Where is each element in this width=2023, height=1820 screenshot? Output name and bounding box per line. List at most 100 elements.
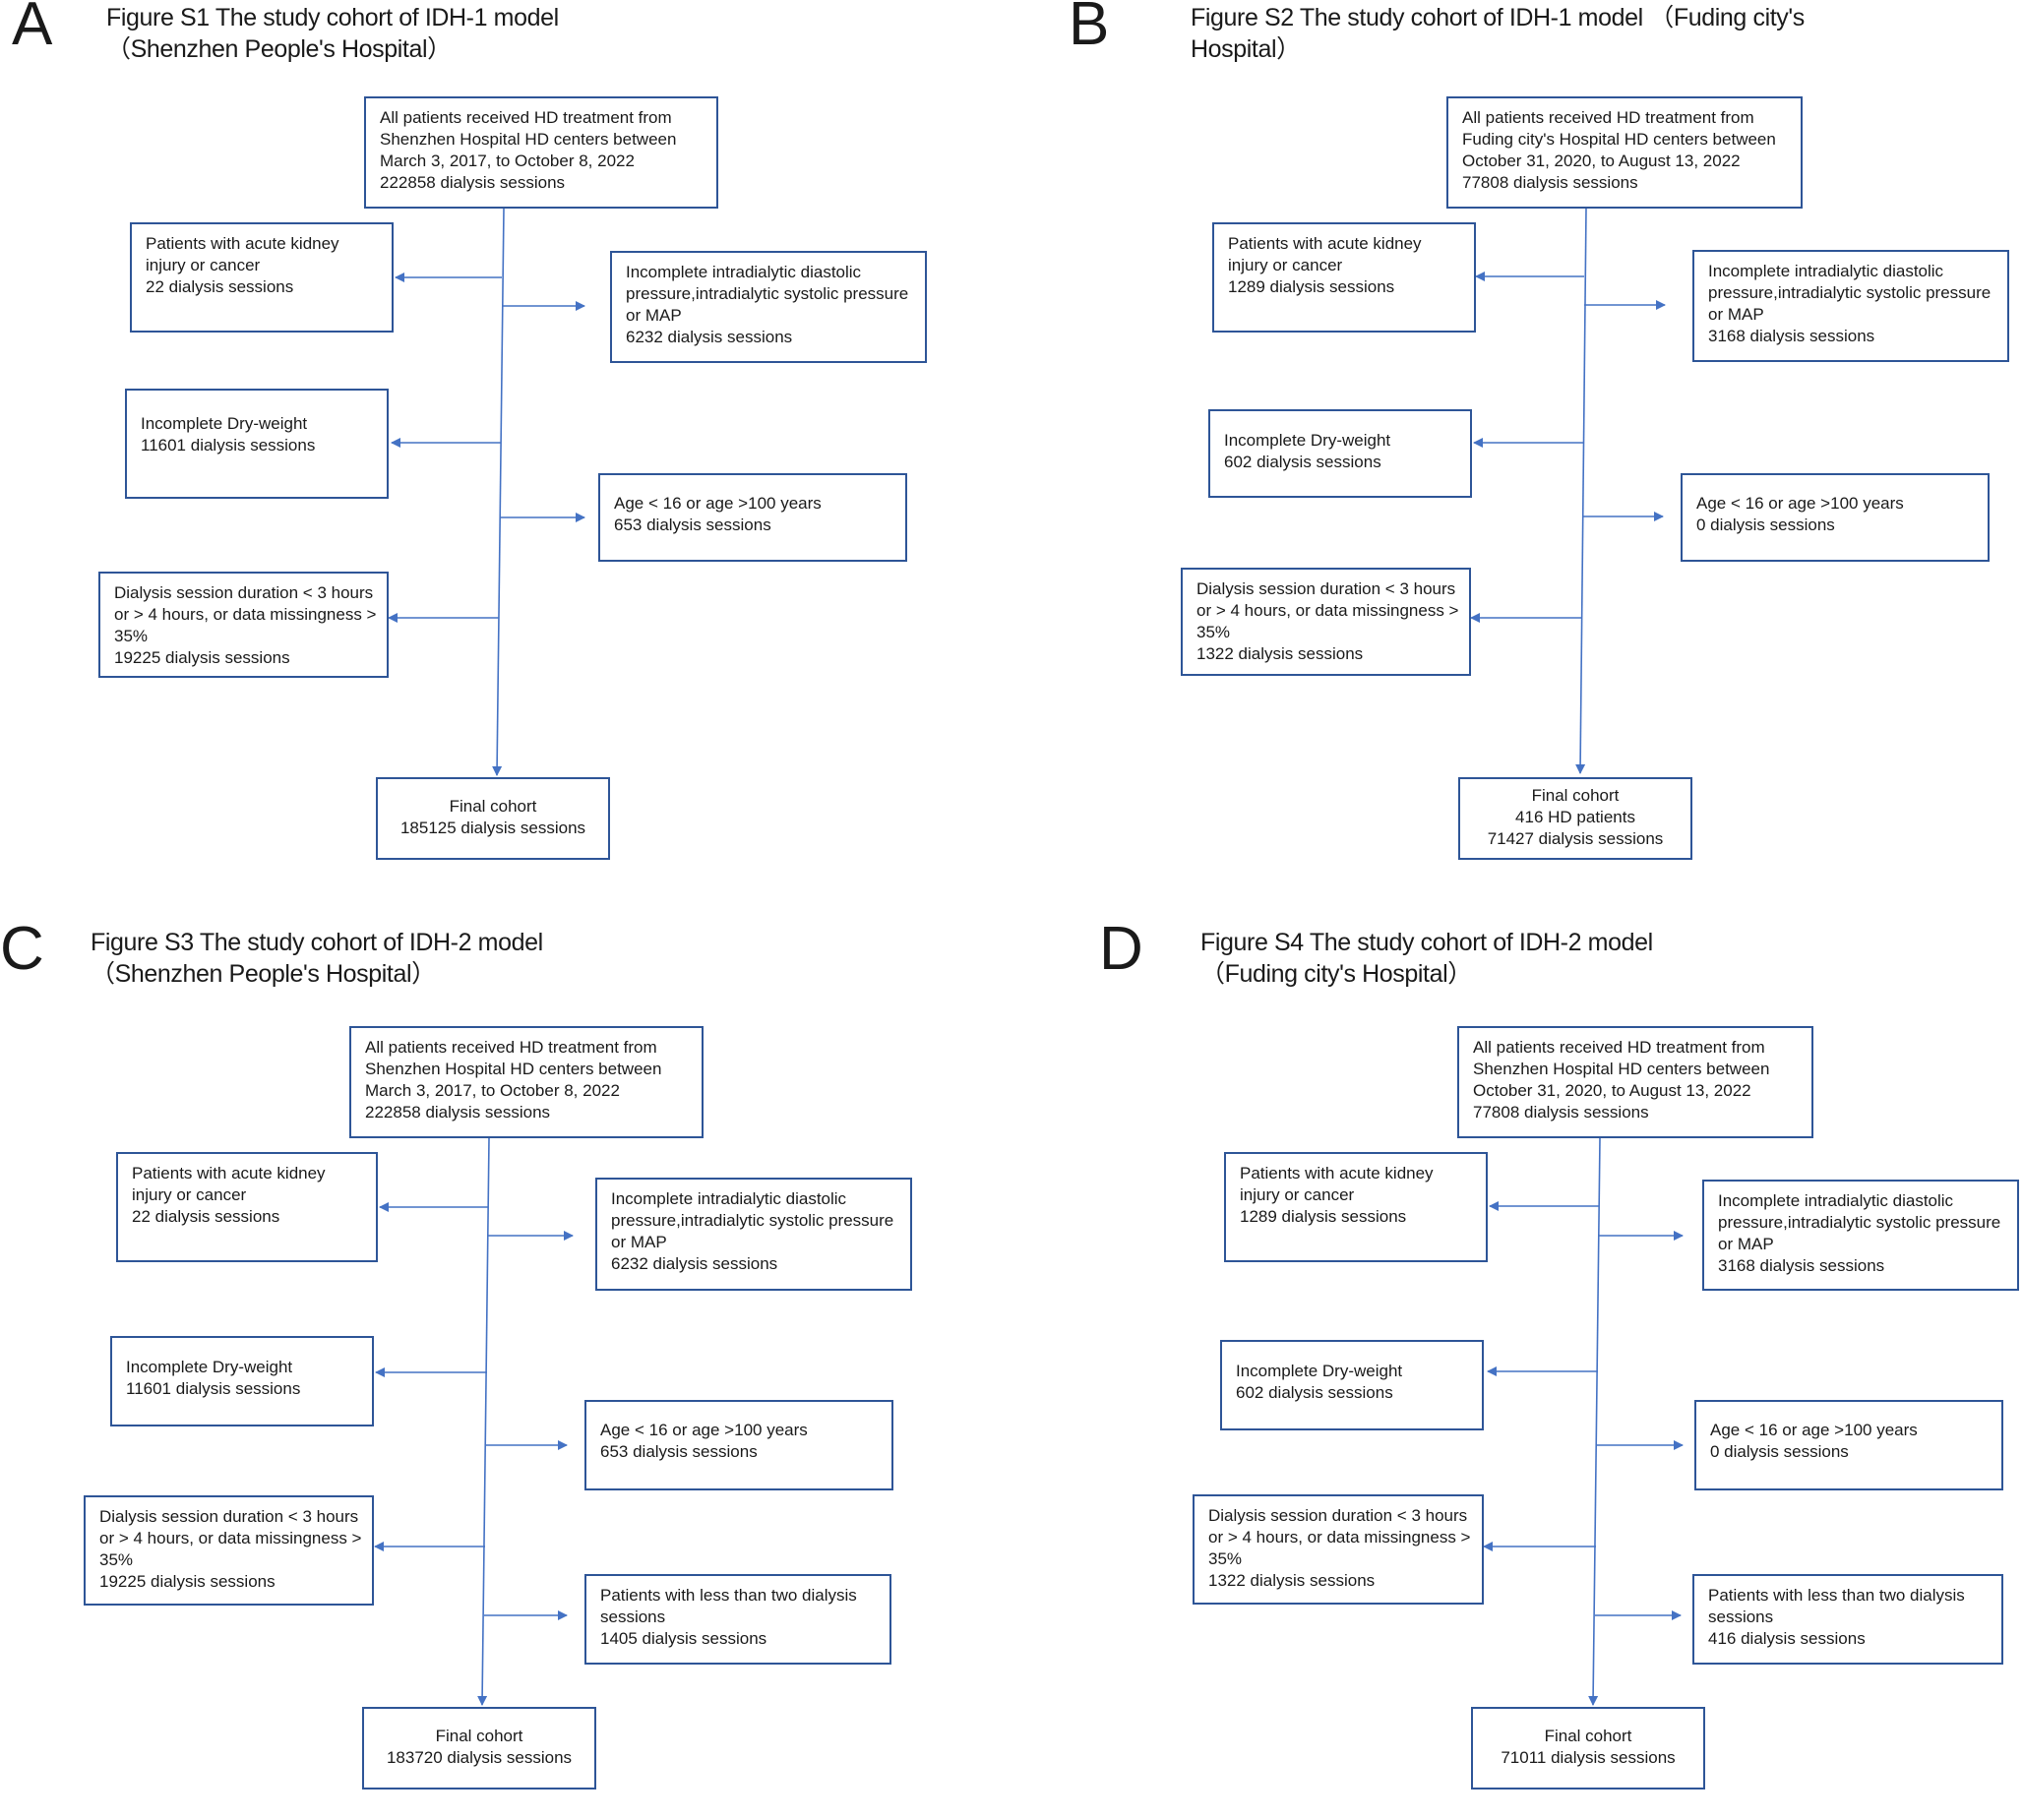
box-line: 6232 dialysis sessions <box>611 1254 778 1273</box>
box-line: Shenzhen Hospital HD centers between <box>1473 1060 1770 1078</box>
box-line: Age < 16 or age >100 years <box>1710 1421 1918 1439</box>
exclusion-box-bp-map: Incomplete intradialytic diastolic press… <box>1702 1180 2019 1291</box>
box-line: All patients received HD treatment from <box>1473 1038 1765 1057</box>
exclusion-box-dry-weight: Incomplete Dry-weight 602 dialysis sessi… <box>1208 409 1472 498</box>
box-line: sessions <box>600 1608 666 1626</box>
box-line: Final cohort <box>449 797 537 816</box>
box-line: Dialysis session duration < 3 hours <box>99 1507 359 1526</box>
exclusion-box-aki-cancer: Patients with acute kidney injury or can… <box>1224 1152 1488 1262</box>
exclusion-box-single-session: Patients with less than two dialysis ses… <box>1692 1574 2003 1665</box>
box-line: All patients received HD treatment from <box>1462 108 1754 127</box>
exclusion-box-duration: Dialysis session duration < 3 hours or >… <box>1181 568 1471 676</box>
box-line: pressure,intradialytic systolic pressure <box>1708 283 1992 302</box>
box-line: 416 HD patients <box>1515 808 1635 826</box>
initial-cohort-box: All patients received HD treatment from … <box>364 96 718 209</box>
box-line: 71011 dialysis sessions <box>1501 1748 1676 1767</box>
box-line: Shenzhen Hospital HD centers between <box>380 130 677 149</box>
box-line: or MAP <box>611 1233 667 1251</box>
box-line: 0 dialysis sessions <box>1696 516 1835 534</box>
box-line: injury or cancer <box>132 1185 247 1204</box>
exclusion-box-single-session: Patients with less than two dialysis ses… <box>584 1574 891 1665</box>
box-line: Patients with less than two dialysis <box>1708 1586 1965 1605</box>
box-line: or > 4 hours, or data missingness > <box>114 605 377 624</box>
exclusion-box-age: Age < 16 or age >100 years 653 dialysis … <box>584 1400 893 1490</box>
box-line: 1289 dialysis sessions <box>1228 277 1395 296</box>
box-line: Final cohort <box>1531 786 1620 805</box>
box-line: Age < 16 or age >100 years <box>600 1421 808 1439</box>
figure-title-line: Figure S3 The study cohort of IDH-2 mode… <box>91 929 543 956</box>
box-line: Incomplete intradialytic diastolic <box>626 263 862 281</box>
box-line: 185125 dialysis sessions <box>399 819 586 837</box>
figure-title-line: （Shenzhen People's Hospital） <box>91 960 436 988</box>
figure-title: Figure S2 The study cohort of IDH-1 mode… <box>1191 2 1805 65</box>
box-line: 653 dialysis sessions <box>614 516 771 534</box>
box-line: Patients with acute kidney <box>146 234 339 253</box>
figure-title: Figure S4 The study cohort of IDH-2 mode… <box>1200 927 1653 990</box>
panel-letter: D <box>1099 915 1143 983</box>
box-line: Incomplete intradialytic diastolic <box>611 1189 847 1208</box>
box-line: 11601 dialysis sessions <box>126 1379 301 1398</box>
exclusion-box-aki-cancer: Patients with acute kidney injury or can… <box>116 1152 378 1262</box>
box-line: 22 dialysis sessions <box>132 1207 280 1226</box>
box-line: 653 dialysis sessions <box>600 1442 758 1461</box>
box-line: October 31, 2020, to August 13, 2022 <box>1473 1081 1751 1100</box>
main-flow-line <box>1588 1137 1601 1706</box>
figure-title-line: Figure S4 The study cohort of IDH-2 mode… <box>1200 929 1653 956</box>
final-cohort-box: Final cohort 416 HD patients 71427 dialy… <box>1458 777 1692 860</box>
box-line: 6232 dialysis sessions <box>626 328 793 346</box>
flow-arrows <box>1483 1137 1684 1706</box>
box-line: 35% <box>99 1550 134 1569</box>
box-line: 19225 dialysis sessions <box>114 648 290 667</box>
box-line: or > 4 hours, or data missingness > <box>1196 601 1459 620</box>
exclusion-box-aki-cancer: Patients with acute kidney injury or can… <box>1212 222 1476 333</box>
box-line: Final cohort <box>1544 1727 1632 1745</box>
box-line: 77808 dialysis sessions <box>1473 1103 1649 1122</box>
panel-letter: B <box>1069 0 1110 58</box>
initial-cohort-box: All patients received HD treatment from … <box>1457 1026 1813 1138</box>
box-line: 1405 dialysis sessions <box>600 1629 767 1648</box>
exclusion-box-age: Age < 16 or age >100 years 0 dialysis se… <box>1694 1400 2003 1490</box>
box-line: Incomplete Dry-weight <box>1224 431 1391 450</box>
box-line: 602 dialysis sessions <box>1224 453 1381 471</box>
box-line: or MAP <box>1708 305 1764 324</box>
box-line: 416 dialysis sessions <box>1708 1629 1866 1648</box>
box-line: 3168 dialysis sessions <box>1708 327 1875 345</box>
exclusion-box-age: Age < 16 or age >100 years 0 dialysis se… <box>1681 473 1990 562</box>
box-line: 1289 dialysis sessions <box>1240 1207 1407 1226</box>
panel-b: B Figure S2 The study cohort of IDH-1 mo… <box>1069 0 2023 895</box>
box-line: 222858 dialysis sessions <box>365 1103 551 1122</box>
box-line: Patients with acute kidney <box>1228 234 1422 253</box>
box-line: pressure,intradialytic systolic pressure <box>1718 1213 2001 1232</box>
exclusion-box-age: Age < 16 or age >100 years 653 dialysis … <box>598 473 907 562</box>
box-line: Patients with acute kidney <box>1240 1164 1434 1183</box>
box-line: pressure,intradialytic systolic pressure <box>611 1211 894 1230</box>
box-line: October 31, 2020, to August 13, 2022 <box>1462 152 1741 170</box>
flow-arrows <box>374 1137 574 1706</box>
panel-d: D Figure S4 The study cohort of IDH-2 mo… <box>1090 919 2023 1820</box>
exclusion-box-bp-map: Incomplete intradialytic diastolic press… <box>1692 250 2009 362</box>
flow-arrows <box>1470 208 1666 774</box>
exclusion-box-bp-map: Incomplete intradialytic diastolic press… <box>595 1178 912 1291</box>
box-line: Age < 16 or age >100 years <box>1696 494 1904 513</box>
box-line: Age < 16 or age >100 years <box>614 494 822 513</box>
box-line: 35% <box>1196 623 1231 641</box>
box-line: Incomplete intradialytic diastolic <box>1708 262 1944 280</box>
figure-title-line: （Fuding city's Hospital） <box>1200 960 1472 988</box>
panel-c: C Figure S3 The study cohort of IDH-2 mo… <box>0 919 1012 1820</box>
box-line: Dialysis session duration < 3 hours <box>114 583 374 602</box>
panel-a: A Figure S1 The study cohort of IDH-1 mo… <box>0 0 1012 895</box>
box-line: All patients received HD treatment from <box>365 1038 657 1057</box>
flow-arrows <box>388 208 585 776</box>
exclusion-box-duration: Dialysis session duration < 3 hours or >… <box>1193 1494 1484 1605</box>
figure-title: Figure S3 The study cohort of IDH-2 mode… <box>91 927 543 990</box>
exclusion-box-duration: Dialysis session duration < 3 hours or >… <box>98 572 389 678</box>
main-flow-line <box>1575 208 1587 774</box>
exclusion-box-aki-cancer: Patients with acute kidney injury or can… <box>130 222 394 333</box>
box-line: or > 4 hours, or data missingness > <box>99 1529 362 1547</box>
box-line: Fuding city's Hospital HD centers betwee… <box>1462 130 1776 149</box>
box-line: Incomplete Dry-weight <box>126 1358 293 1376</box>
box-line: injury or cancer <box>1228 256 1343 274</box>
box-line: Final cohort <box>435 1727 523 1745</box>
box-line: 602 dialysis sessions <box>1236 1383 1393 1402</box>
box-line: 1322 dialysis sessions <box>1208 1571 1376 1590</box>
